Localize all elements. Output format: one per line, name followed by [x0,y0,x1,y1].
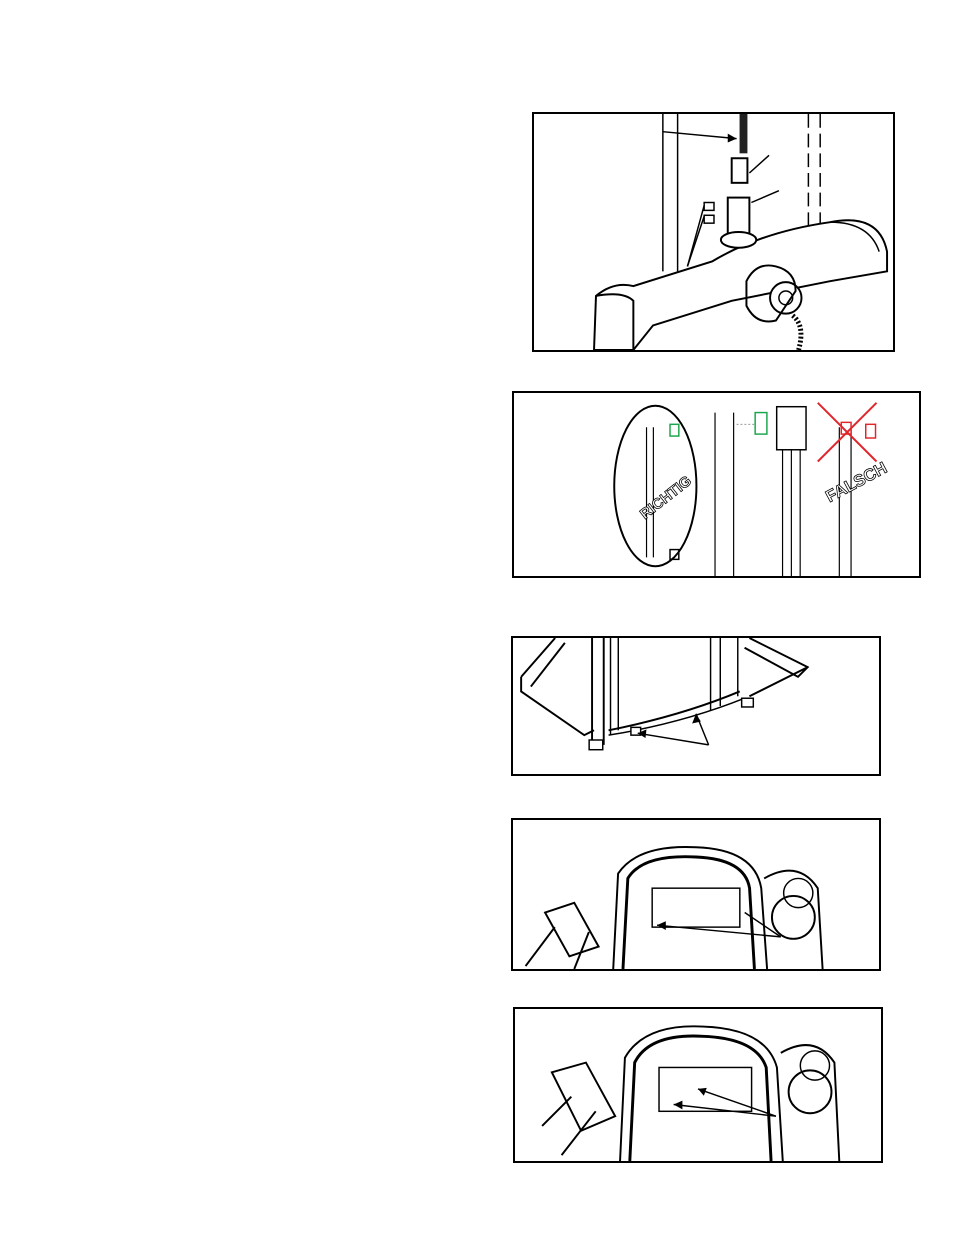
figure-2-rod-orientation: RICHTIG FALSCH [512,391,921,578]
wrong-label: FALSCH [822,458,890,506]
frame-top-illustration [524,846,824,969]
figure-1-pulley-assembly [532,112,895,352]
figure-5-frame-top-detail [513,1007,883,1163]
figure-4-frame-top [511,818,881,971]
correct-outline-ellipse [613,404,698,568]
frame-top-detail-illustration [541,1025,841,1161]
rod-orientation-illustration: RICHTIG FALSCH [613,402,890,576]
frame-base-illustration [520,638,810,751]
figure-3-frame-base [511,636,881,776]
pulley-assembly-illustration [593,114,889,350]
